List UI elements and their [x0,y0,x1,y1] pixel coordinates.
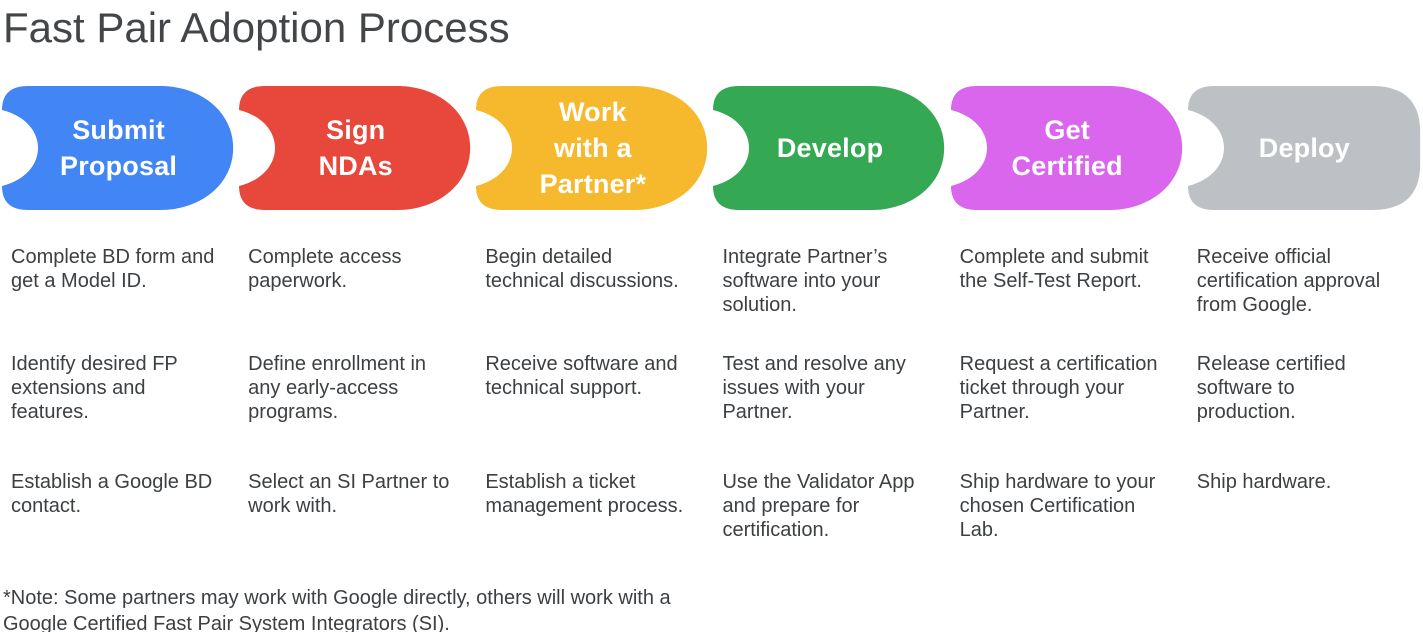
stage-shape-path [2,86,234,210]
stage-arrow-shape [476,86,708,210]
stage-detail: Request a certification ticket through y… [959,353,1158,423]
stage-detail: Integrate Partner’s software into your s… [722,246,888,316]
stage-arrow-shape [950,86,1182,210]
stage-detail: Identify desired FP extensions and featu… [11,353,178,423]
stage-shape-work-with-partner: Work with a Partner* [474,86,711,210]
stage-shape-path [476,86,708,210]
stage-column-sign-ndas: Sign NDAs Complete access paperwork. Def… [237,86,474,585]
stage-detail: Ship hardware to your chosen Certificati… [959,471,1156,541]
stage-detail: Begin detailed technical discussions. [485,246,679,292]
stages-row: Submit Proposal Complete BD form and get… [0,86,1423,585]
stage-detail: Ship hardware. [1196,471,1332,493]
stage-shape-develop: Develop [711,86,948,210]
stage-column-submit-proposal: Submit Proposal Complete BD form and get… [0,86,237,585]
stage-column-develop: Develop Integrate Partner’s software int… [711,86,948,585]
footnote: *Note: Some partners may work with Googl… [3,587,671,632]
stage-detail: Complete and submit the Self-Test Report… [959,246,1149,292]
stage-detail: Release certified software to production… [1196,353,1346,423]
stage-detail: Select an SI Partner to work with. [248,471,450,517]
stage-detail: Use the Validator App and prepare for ce… [722,471,915,541]
stage-detail: Complete access paperwork. [248,246,402,292]
stage-shape-path [1187,86,1420,210]
stage-detail: Establish a Google BD contact. [11,471,213,517]
stage-detail: Receive official certification approval … [1196,246,1381,316]
stage-shape-submit-proposal: Submit Proposal [0,86,237,210]
stage-detail: Define enrollment in any early-access pr… [248,353,427,423]
stage-shape-get-certified: Get Certified [949,86,1186,210]
page-title: Fast Pair Adoption Process [3,4,510,51]
stage-label: Work with a Partner* [539,97,647,199]
stage-label: Get Certified [1011,115,1123,181]
stage-column-deploy: Deploy Receive official certification ap… [1186,86,1423,585]
stage-column-work-with-partner: Work with a Partner* Begin detailed tech… [474,86,711,585]
stage-shape-sign-ndas: Sign NDAs [237,86,474,210]
stage-end-shape [1187,86,1420,210]
stage-detail: Establish a ticket management process. [485,471,684,517]
stage-arrow-shape [2,86,234,210]
stage-detail: Complete BD form and get a Model ID. [11,246,215,292]
stage-detail: Test and resolve any issues with your Pa… [722,353,906,423]
stage-detail: Receive software and technical support. [485,353,678,399]
stage-shape-path [713,86,945,210]
stage-column-get-certified: Get Certified Complete and submit the Se… [949,86,1186,585]
stage-label: Develop [776,133,884,163]
stage-label: Sign NDAs [318,115,393,181]
stage-arrow-shape [713,86,945,210]
stage-shape-deploy: Deploy [1186,86,1423,210]
stage-label: Deploy [1258,133,1350,163]
stage-shape-path [239,86,471,210]
stage-shape-path [950,86,1182,210]
stage-label: Submit Proposal [60,115,178,181]
stage-arrow-shape [239,86,471,210]
